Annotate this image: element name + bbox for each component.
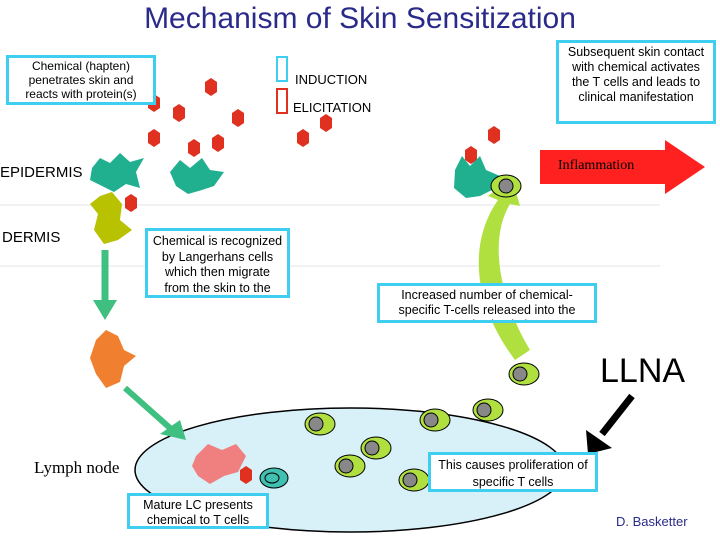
- dermis-label: DERMIS: [2, 229, 61, 246]
- to-lymph-arrow: [123, 385, 172, 431]
- llna-label: LLNA: [600, 352, 686, 390]
- inflammation-label: Inflammation: [558, 158, 635, 173]
- increased-tcells-box: Increased number of chemical-specific T-…: [377, 283, 597, 323]
- inflammation-arrow: [540, 140, 705, 194]
- chemical-molecule: [188, 139, 200, 157]
- t-cell: [259, 467, 289, 489]
- page-title: Mechanism of Skin Sensitization: [144, 2, 576, 35]
- migrating-cell: [90, 330, 136, 388]
- chemical-molecules: [125, 78, 500, 212]
- chemical-molecule: [148, 129, 160, 147]
- chemical-molecule: [173, 104, 185, 122]
- proliferation-box: This causes proliferation of specific T …: [428, 452, 598, 492]
- t-cell: [304, 412, 336, 436]
- langerhans-cell-epidermis: [170, 158, 224, 194]
- chemical-molecule: [240, 466, 252, 484]
- elicitation-swatch: [276, 88, 288, 114]
- induction-label: INDUCTION: [295, 72, 368, 87]
- to-lymph-arrow-head: [160, 420, 186, 440]
- t-cell: [398, 468, 430, 492]
- author-label: D. Basketter: [616, 514, 688, 529]
- langerhans-box: Chemical is recognized by Langerhans cel…: [145, 228, 290, 298]
- hapten-box: Chemical (hapten) penetrates skin and re…: [6, 55, 156, 105]
- lymph-node-label: Lymph node: [34, 458, 120, 477]
- chemical-molecule: [488, 126, 500, 144]
- t-cell: [508, 362, 540, 386]
- chemical-molecule: [125, 194, 137, 212]
- langerhans-cell-epidermis: [454, 156, 500, 198]
- chemical-molecule: [232, 109, 244, 127]
- migration-arrow-head: [93, 300, 117, 320]
- chemical-molecule: [320, 114, 332, 132]
- llna-arrow: [599, 393, 635, 437]
- chemical-molecule: [205, 78, 217, 96]
- llna-arrow-head: [586, 430, 612, 454]
- chemical-molecule: [297, 129, 309, 147]
- epidermis-label: EPIDERMIS: [0, 164, 83, 181]
- langerhans-cell-dermis: [90, 192, 132, 244]
- mature-lc-box: Mature LC presents chemical to T cells: [127, 493, 269, 529]
- langerhans-cell-epidermis: [90, 153, 144, 192]
- chemical-molecule: [212, 134, 224, 152]
- t-cell: [490, 174, 522, 198]
- elicitation-label: ELICITATION: [293, 100, 372, 115]
- t-cells: [259, 174, 540, 492]
- t-cell: [360, 436, 392, 460]
- mature-lc-cell: [192, 444, 246, 484]
- chemical-molecule: [465, 146, 477, 164]
- induction-swatch: [276, 56, 288, 82]
- t-cell: [334, 454, 366, 478]
- t-cell: [472, 398, 504, 422]
- t-cell: [419, 408, 451, 432]
- subsequent-contact-box: Subsequent skin contact with chemical ac…: [556, 40, 716, 124]
